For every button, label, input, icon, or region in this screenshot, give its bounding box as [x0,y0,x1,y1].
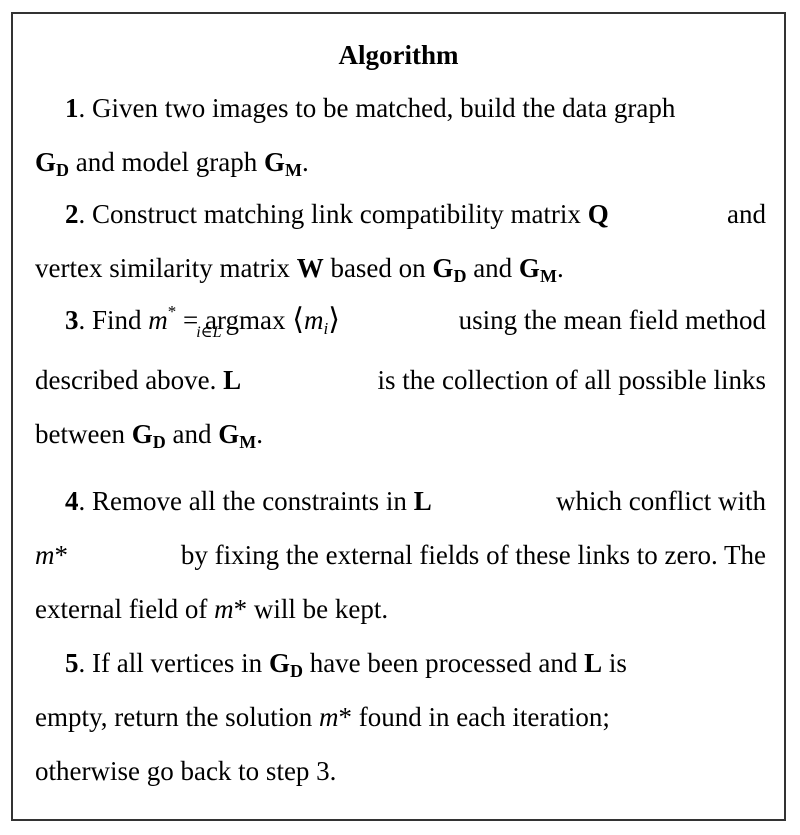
step-text: using the mean field method [451,305,766,335]
graph-subscript: M [239,432,257,452]
step-text: based on [323,253,433,283]
step-text: and [466,253,519,283]
step-text: will be kept. [247,594,389,624]
step-text: . [301,147,309,177]
graph-symbol: G [518,253,540,283]
graph-symbol: G [268,648,290,678]
graph-symbol: G [263,147,285,177]
step-number: 4 [65,486,79,516]
step-text: . [556,253,564,283]
step-2-line-2: vertex similarity matrix W based on GD a… [35,241,766,295]
step-3-line-2: described above. L is the collection of … [35,353,766,407]
links-symbol: L [584,648,603,678]
step-text: and [720,199,766,229]
graph-symbol: G [131,419,153,449]
step-number: 2 [65,199,79,229]
step-number: 1 [65,93,79,123]
step-text: external field of [35,594,215,624]
step-text: . [256,419,263,449]
step-text: . Remove all the constraints in [78,486,414,516]
graph-symbol: G [35,147,57,177]
step-3-line-3: between GD and GM. [35,407,766,461]
step-4-line-2: m* by fixing the external fields of thes… [35,528,766,582]
step-text: found in each iteration; [351,702,610,732]
math-variable: m [303,305,324,335]
step-text: by fixing the external fields of these l… [174,540,766,570]
links-symbol: L [223,365,242,395]
step-text: is [602,648,627,678]
step-2-line-1: 2. Construct matching link compatibility… [35,187,766,241]
step-text: between [35,419,132,449]
algorithm-box: Algorithm 1. Given two images to be matc… [11,12,786,821]
step-4: 4. Remove all the constraints in L which… [35,474,766,636]
step-text: otherwise go back to step 3. [35,756,337,786]
graph-subscript: M [539,266,557,286]
graph-subscript: M [284,160,302,180]
math-variable: m [148,305,168,335]
math-variable: m [35,540,55,570]
graph-subscript: D [453,266,467,286]
step-2: 2. Construct matching link compatibility… [35,187,766,295]
left-angle-icon: ⟨ [292,302,304,337]
step-text: . Given two images to be matched, build … [78,93,676,123]
step-text: is the collection of all possible links [370,365,766,395]
step-text: described above. [35,365,224,395]
step-1: 1. Given two images to be matched, build… [35,81,766,189]
step-4-line-1: 4. Remove all the constraints in L which… [35,474,766,528]
step-number: 3 [65,305,79,335]
graph-symbol: G [432,253,454,283]
graph-subscript: D [289,661,303,681]
links-symbol: L [413,486,432,516]
step-text: and model graph [69,147,264,177]
step-text: which conflict with [549,486,766,516]
math-star: * [54,540,69,570]
step-5-line-1: 5. If all vertices in GD have been proce… [35,636,766,690]
step-1-line-1: 1. Given two images to be matched, build… [35,81,766,135]
matrix-symbol: W [296,253,324,283]
step-text: . If all vertices in [78,648,269,678]
step-number: 5 [65,648,79,678]
step-5: 5. If all vertices in GD have been proce… [35,636,766,798]
math-variable: m [318,702,339,732]
math-star: * [233,594,248,624]
step-text: . Construct matching link compatibility … [78,199,588,229]
step-text: empty, return the solution [35,702,319,732]
step-4-line-3: external field of m* will be kept. [35,582,766,636]
math-superscript: * [167,302,177,321]
step-text: . Find [78,305,149,335]
graph-subscript: D [56,160,70,180]
argmax-label: = argmax [176,305,286,335]
graph-symbol: G [218,419,240,449]
step-text: and [165,419,219,449]
step-5-line-3: otherwise go back to step 3. [35,744,766,798]
matrix-symbol: Q [587,199,609,229]
step-1-line-2: GD and model graph GM. [35,135,766,189]
graph-subscript: D [152,432,166,452]
argmax-subscript: i∈L [196,324,222,341]
math-star: * [338,702,352,732]
math-variable: m [214,594,234,624]
right-angle-icon: ⟩ [328,302,340,337]
step-text: have been processed and [302,648,585,678]
algorithm-title: Algorithm [338,40,459,70]
math-subscript: i [323,319,329,338]
step-text: vertex similarity matrix [35,253,297,283]
step-5-line-2: empty, return the solution m* found in e… [35,690,766,744]
